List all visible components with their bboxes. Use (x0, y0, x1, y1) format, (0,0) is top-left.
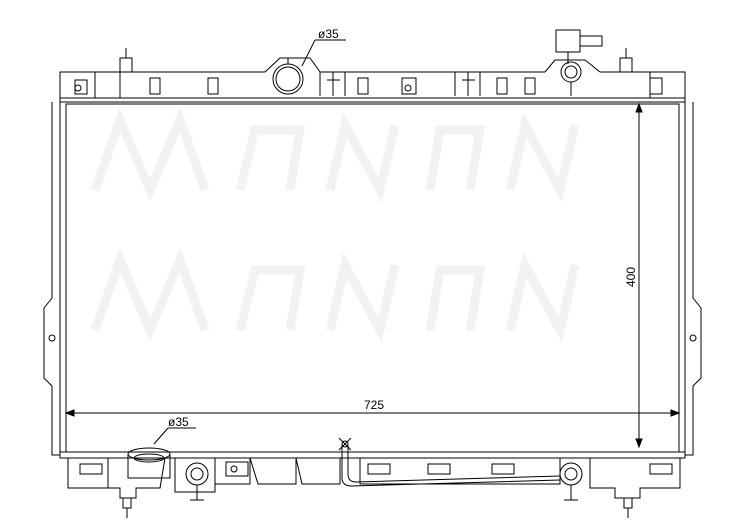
height-dimension (635, 102, 643, 449)
drain-fitting-left (185, 462, 209, 501)
top-inlet-pipe (272, 39, 346, 95)
right-bracket (685, 102, 702, 456)
cooler-line (338, 437, 561, 487)
width-dimension-label: 725 (364, 398, 384, 412)
drain-fitting-right (559, 462, 583, 501)
bottom-pipe-diameter-label: ø35 (168, 415, 189, 429)
width-dimension (64, 409, 681, 417)
top-pipe-diameter-label: ø35 (318, 27, 339, 41)
left-bracket (43, 102, 60, 456)
top-tank (59, 48, 686, 103)
watermark (90, 107, 580, 343)
top-sensor-fitting (555, 29, 603, 96)
height-dimension-label: 400 (624, 267, 638, 287)
bottom-outlet-pipe (127, 427, 196, 479)
